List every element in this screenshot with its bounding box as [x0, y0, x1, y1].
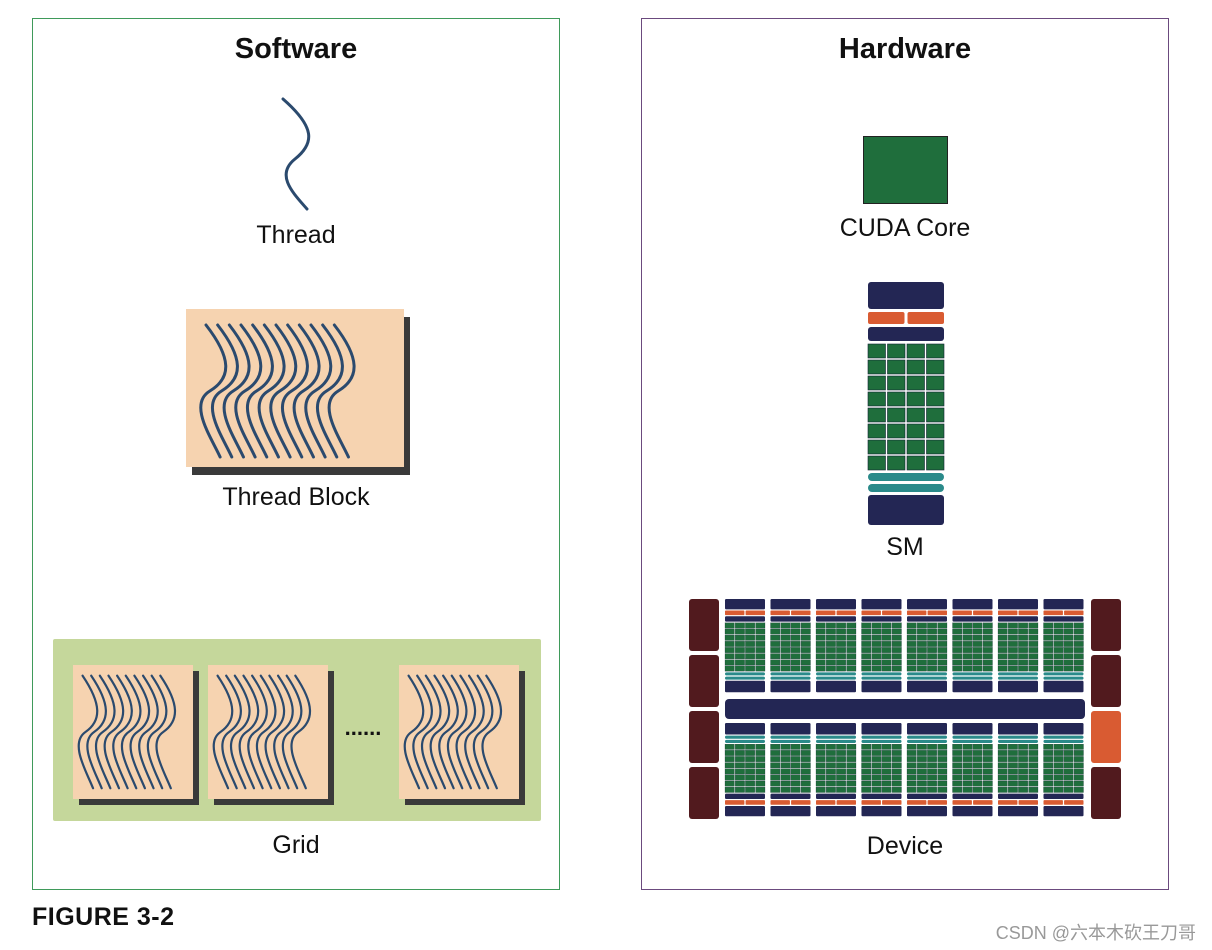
memory-controller: [689, 599, 719, 651]
sm-unit: [1043, 723, 1084, 817]
thread-line: [245, 323, 274, 459]
watermark: CSDN @六本木砍王刀哥: [995, 923, 1196, 943]
thread-line: [290, 674, 312, 790]
hardware-panel: Hardware CUDA Core SM Device: [641, 18, 1169, 890]
memory-controller: [689, 711, 719, 763]
sm-unit: [815, 723, 857, 817]
figure-label: FIGURE 3-2: [32, 903, 175, 931]
thread-lines: [199, 323, 356, 459]
thread-line: [403, 674, 425, 790]
sm-unit: [861, 599, 902, 693]
sm-unit: [867, 282, 945, 525]
thread-line: [257, 323, 286, 459]
thread-line: [446, 674, 468, 790]
thread-line: [86, 674, 107, 790]
memory-controller: [1091, 599, 1121, 651]
thread-line: [281, 97, 311, 211]
thread-line: [94, 674, 116, 790]
sm-unit: [861, 723, 902, 817]
sm-unit: [997, 599, 1039, 693]
device-icon: [689, 599, 1121, 819]
thread-line: [429, 674, 451, 790]
thread-line: [280, 323, 309, 459]
thread-line: [264, 674, 286, 790]
sm-unit: [952, 599, 993, 693]
thread-line: [420, 674, 442, 790]
sm-unit: [724, 599, 766, 693]
thread-line: [327, 323, 356, 459]
thread-block: [73, 665, 199, 805]
thread-line: [281, 674, 303, 790]
thread-line: [146, 674, 168, 790]
grid-icon: ......: [53, 639, 541, 821]
thread-line: [269, 323, 298, 459]
thread-line: [455, 674, 477, 790]
memory-controller: [689, 767, 719, 819]
sm-unit: [952, 723, 993, 817]
sm-unit: [815, 599, 857, 693]
hardware-title: Hardware: [838, 33, 972, 65]
thread-line: [292, 323, 321, 459]
thread-line: [199, 323, 228, 459]
thread-line: [273, 674, 294, 790]
thread-line: [129, 674, 151, 790]
sm-unit: [906, 599, 948, 693]
thread-line: [221, 674, 242, 790]
memory-controller: [1091, 655, 1121, 707]
cuda-core-label: CUDA Core: [839, 214, 971, 242]
thread-line: [481, 674, 503, 790]
thread-block-icon: [186, 309, 410, 475]
sm-unit: [770, 599, 811, 693]
thread-line: [315, 323, 344, 459]
memory-controller: [689, 655, 719, 707]
grid-label: Grid: [272, 831, 320, 859]
thread-line: [412, 674, 433, 790]
sm-unit: [997, 723, 1039, 817]
software-title: Software: [234, 33, 358, 65]
thread-line: [112, 674, 133, 790]
thread-line: [247, 674, 268, 790]
thread-line: [472, 674, 494, 790]
thread-line: [222, 323, 251, 459]
thread-label: Thread: [256, 221, 336, 249]
thread-block: [208, 665, 334, 805]
thread-block: [399, 665, 525, 805]
sm-unit: [724, 723, 766, 817]
sm-label: SM: [886, 533, 924, 561]
thread-line: [212, 674, 234, 790]
thread-block-label: Thread Block: [222, 483, 370, 511]
thread-icon: [281, 97, 311, 211]
thread-line: [255, 674, 277, 790]
memory-controller: [1091, 767, 1121, 819]
memory-controller: [1091, 711, 1121, 763]
thread-line: [304, 323, 333, 459]
sm-icon: [867, 282, 945, 525]
cuda-core-icon: [863, 136, 948, 204]
thread-line: [234, 323, 263, 459]
thread-line: [103, 674, 125, 790]
thread-line: [210, 323, 239, 459]
software-panel: Software Thread Thread Block ...... Grid: [32, 18, 560, 890]
sm-unit: [1043, 599, 1084, 693]
thread-line: [238, 674, 260, 790]
thread-line: [464, 674, 485, 790]
device-label: Device: [866, 832, 944, 860]
thread-line: [138, 674, 159, 790]
sm-unit: [906, 723, 948, 817]
thread-line: [229, 674, 251, 790]
thread-line: [155, 674, 177, 790]
thread-line: [438, 674, 459, 790]
grid-ellipsis: ......: [345, 715, 382, 740]
sm-unit: [770, 723, 811, 817]
thread-line: [120, 674, 142, 790]
l2-cache: [725, 699, 1085, 719]
thread-line: [77, 674, 99, 790]
